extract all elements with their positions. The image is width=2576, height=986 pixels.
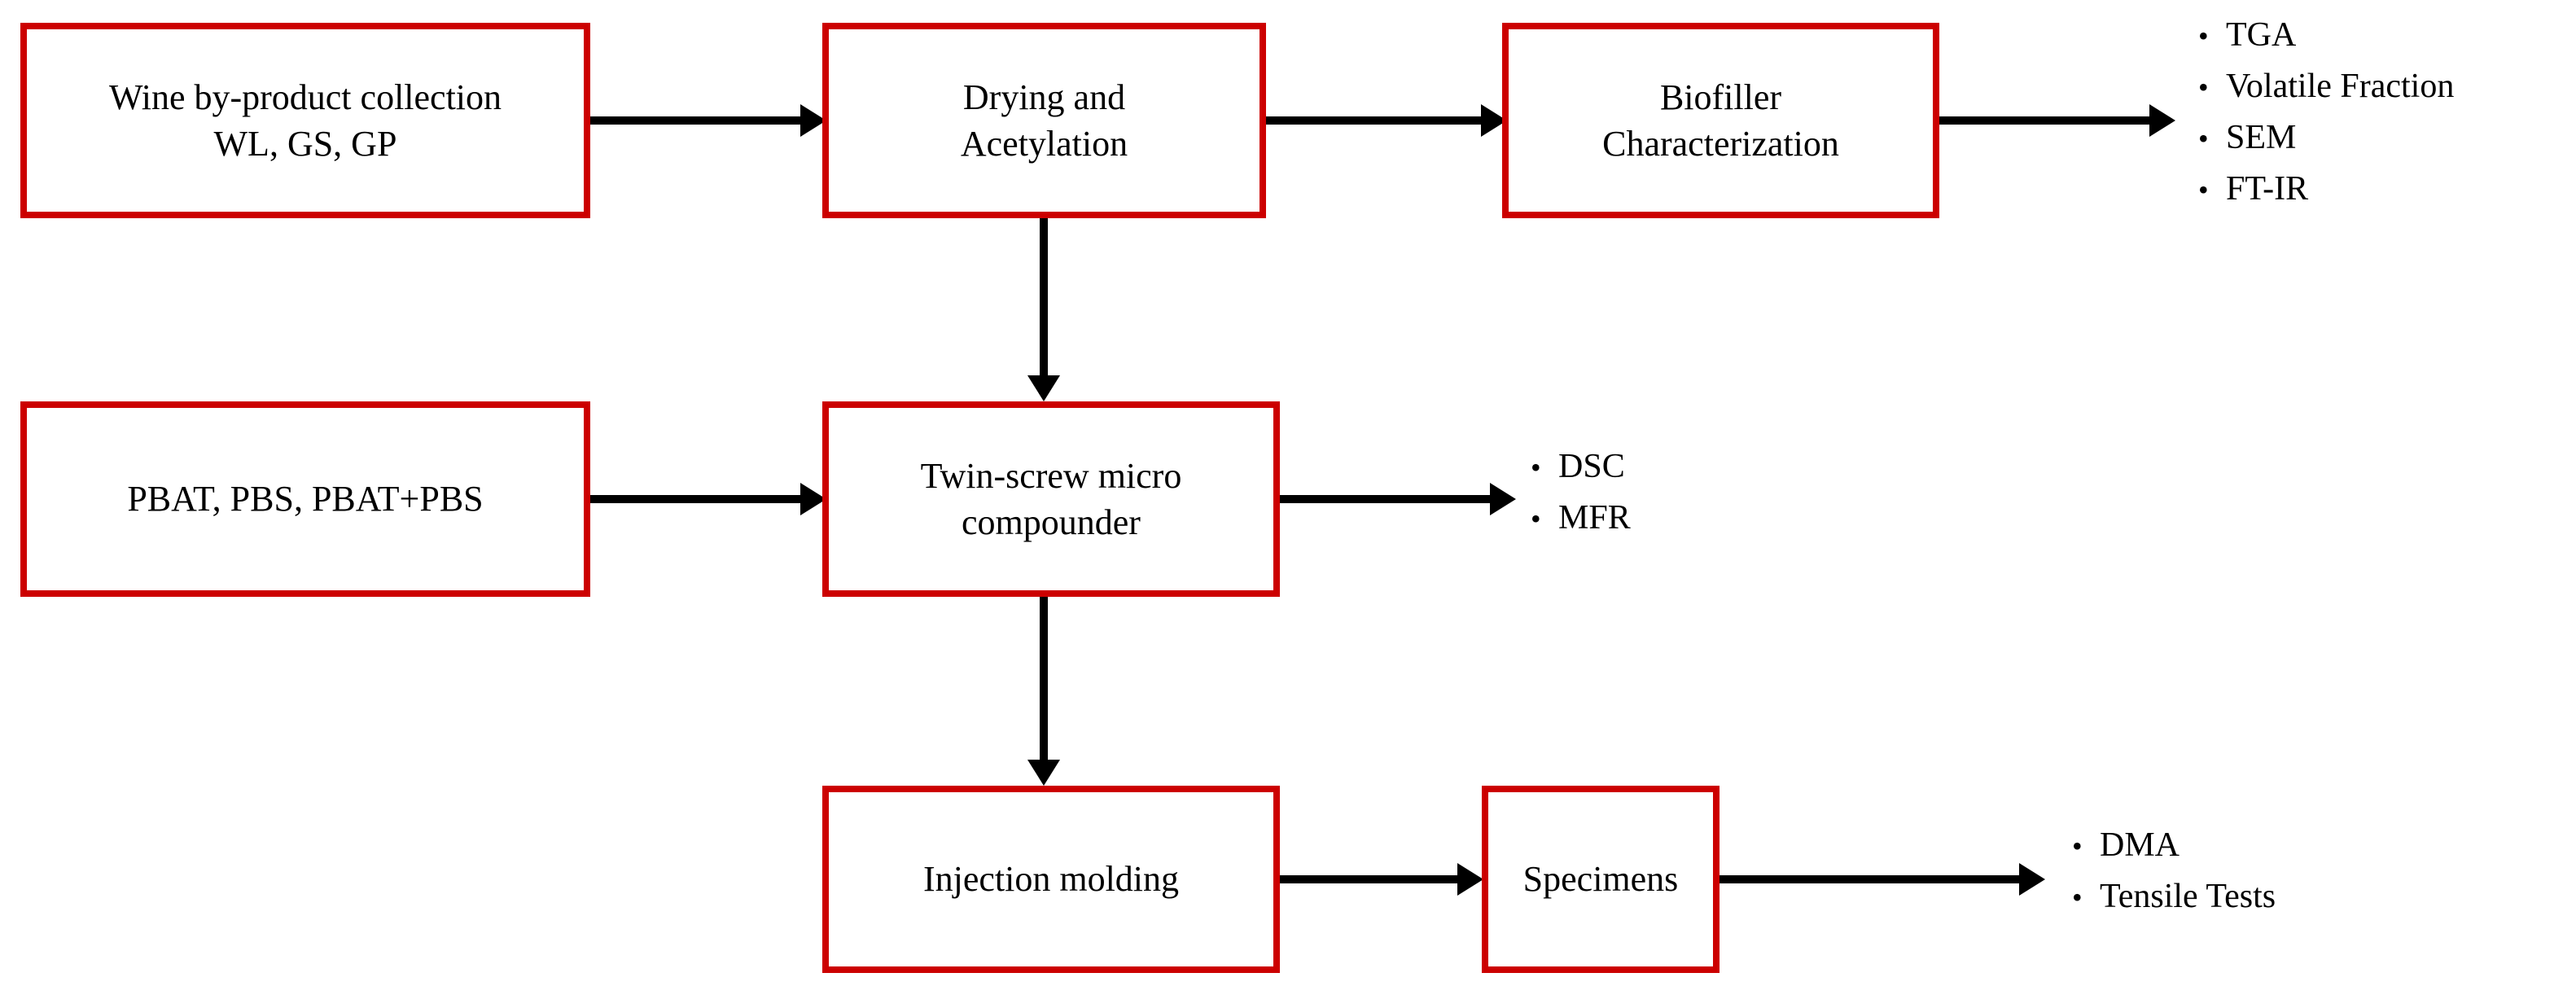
arrow-drying-to-twinscrew: [1019, 218, 1068, 401]
list-item: • SEM: [2198, 121, 2576, 172]
list-item: • MFR: [1531, 501, 1905, 552]
list-item-label: Tensile Tests: [2100, 878, 2276, 915]
node-drying-acetylation[interactable]: Drying and Acetylation: [822, 23, 1266, 218]
bullet-icon: •: [1531, 502, 1541, 535]
arrow-wine-to-drying: [590, 96, 826, 145]
node-biofiller-characterization[interactable]: Biofiller Characterization: [1502, 23, 1939, 218]
bullet-group-biofiller-tests: • TGA • Volatile Fraction • SEM • FT-IR: [2198, 10, 2576, 231]
arrow-drying-to-biofiller: [1266, 96, 1507, 145]
node-polymer-matrix-label: PBAT, PBS, PBAT+PBS: [127, 479, 484, 519]
list-item: • DSC: [1531, 449, 1905, 501]
node-injection-molding[interactable]: Injection molding: [822, 786, 1280, 973]
bullet-group-compound-tests: • DSC • MFR: [1531, 448, 1905, 554]
node-twin-screw-compounder-label: Twin-screw micro compounder: [920, 455, 1182, 542]
list-item-label: MFR: [1558, 499, 1631, 537]
bullet-icon: •: [2198, 71, 2209, 103]
node-wine-collection-label: Wine by-product collection WL, GS, GP: [108, 77, 502, 164]
list-item-label: DMA: [2100, 826, 2180, 864]
arrow-twinscrew-to-tests: [1280, 475, 1516, 524]
bullet-icon: •: [2072, 881, 2083, 914]
bullet-icon: •: [2198, 122, 2209, 155]
bullet-icon: •: [2072, 830, 2083, 862]
list-item: • Tensile Tests: [2072, 879, 2479, 931]
arrow-twinscrew-to-injection: [1019, 597, 1068, 786]
list-item-label: FT-IR: [2226, 170, 2309, 208]
node-wine-collection[interactable]: Wine by-product collection WL, GS, GP: [20, 23, 590, 218]
bullet-icon: •: [1531, 451, 1541, 484]
node-biofiller-characterization-label: Biofiller Characterization: [1602, 77, 1839, 164]
list-item-label: SEM: [2226, 119, 2297, 156]
list-item-label: TGA: [2226, 16, 2297, 54]
list-item-label: DSC: [1558, 448, 1625, 485]
list-item: • TGA: [2198, 18, 2576, 69]
bullet-group-specimen-tests: • DMA • Tensile Tests: [2072, 822, 2479, 936]
node-injection-molding-label: Injection molding: [922, 859, 1180, 900]
node-drying-acetylation-label: Drying and Acetylation: [960, 77, 1128, 164]
node-specimens-label: Specimens: [1522, 859, 1679, 900]
node-specimens[interactable]: Specimens: [1482, 786, 1720, 973]
node-polymer-matrix[interactable]: PBAT, PBS, PBAT+PBS: [20, 401, 590, 597]
bullet-icon: •: [2198, 20, 2209, 52]
list-item: • DMA: [2072, 828, 2479, 879]
arrow-biofiller-to-tests: [1939, 96, 2175, 145]
arrow-injection-to-specimens: [1280, 855, 1483, 904]
list-item-label: Volatile Fraction: [2226, 68, 2455, 105]
list-item: • FT-IR: [2198, 172, 2576, 223]
arrow-polymer-to-twinscrew: [590, 475, 826, 524]
arrow-specimens-to-tests: [1720, 855, 2045, 904]
bullet-icon: •: [2198, 173, 2209, 206]
node-twin-screw-compounder[interactable]: Twin-screw micro compounder: [822, 401, 1280, 597]
list-item: • Volatile Fraction: [2198, 69, 2576, 121]
